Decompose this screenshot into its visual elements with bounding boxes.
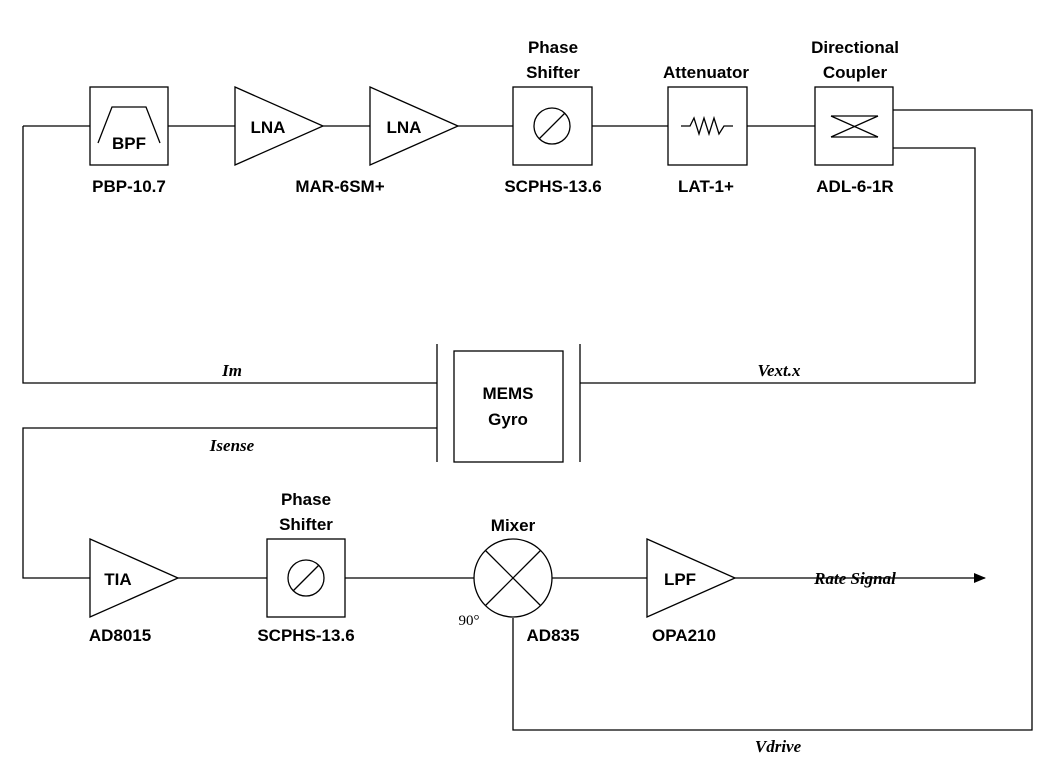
phase-shifter-bottom-title-line2: Shifter — [279, 515, 333, 534]
phase-shifter-bottom-title-line1: Phase — [281, 490, 331, 509]
tia-label: TIA — [104, 570, 131, 589]
wire-im-loop — [22, 126, 437, 384]
wire-isense-loop — [22, 427, 437, 579]
bpf-block: BPF PBP-10.7 — [89, 86, 169, 196]
bandpass-filter-icon — [97, 106, 161, 144]
directional-coupler-title-line2: Coupler — [823, 63, 888, 82]
mixer-block: Mixer 90° AD835 — [459, 516, 580, 645]
mixer-icon — [473, 538, 553, 618]
signal-label-im: Im — [221, 361, 242, 380]
amplifier-icon — [234, 86, 325, 166]
lpf-part-number: OPA210 — [652, 626, 716, 645]
lpf-block: LPF OPA210 — [646, 538, 737, 645]
phase-shifter-top-title-line1: Phase — [528, 38, 578, 57]
wires — [22, 109, 1033, 731]
tia-part-number: AD8015 — [89, 626, 151, 645]
signal-label-vdrive: Vdrive — [755, 737, 802, 756]
tia-block: TIA AD8015 — [89, 538, 180, 645]
resistor-icon — [681, 115, 733, 137]
lna-1-block: LNA — [234, 86, 325, 166]
bpf-label: BPF — [112, 134, 146, 153]
directional-coupler-part-number: ADL-6-1R — [816, 177, 893, 196]
phase-shifter-bottom-part-number: SCPHS-13.6 — [257, 626, 354, 645]
amplifier-icon — [646, 538, 737, 618]
mixer-part-number: AD835 — [527, 626, 580, 645]
amplifier-icon — [89, 538, 180, 618]
signal-label-isense: Isense — [209, 436, 255, 455]
mems-gyro-label-line1: MEMS — [483, 384, 534, 403]
mixer-title: Mixer — [491, 516, 536, 535]
phase-shifter-top-block: Phase Shifter SCPHS-13.6 — [504, 38, 601, 196]
bpf-part-number: PBP-10.7 — [92, 177, 166, 196]
mems-gyro-label-line2: Gyro — [488, 410, 528, 429]
attenuator-block: Attenuator LAT-1+ — [663, 63, 749, 196]
wire-coupler-to-vext — [580, 147, 976, 384]
mixer-phase-angle: 90° — [459, 613, 480, 629]
phase-shifter-top-title-line2: Shifter — [526, 63, 580, 82]
amplifier-icon — [369, 86, 460, 166]
lna-part-number: MAR-6SM+ — [295, 177, 384, 196]
directional-coupler-block: Directional Coupler ADL-6-1R — [811, 38, 899, 196]
mems-gyro-block: MEMS Gyro — [436, 344, 581, 463]
phase-shifter-bottom-block: Phase Shifter SCPHS-13.6 — [257, 490, 354, 645]
wire-coupler-to-vdrive — [512, 109, 1033, 731]
attenuator-part-number: LAT-1+ — [678, 177, 734, 196]
phase-shifter-icon — [287, 559, 325, 597]
phase-shifter-icon — [533, 107, 571, 145]
lna-1-label: LNA — [251, 118, 286, 137]
lna-2-block: LNA — [369, 86, 460, 166]
attenuator-title: Attenuator — [663, 63, 749, 82]
lna-2-label: LNA — [387, 118, 422, 137]
coupler-icon — [830, 115, 879, 138]
signal-label-vext: Vext.x — [758, 361, 801, 380]
lpf-label: LPF — [664, 570, 696, 589]
phase-shifter-top-part-number: SCPHS-13.6 — [504, 177, 601, 196]
signal-label-rate-signal: Rate Signal — [813, 569, 896, 588]
directional-coupler-title-line1: Directional — [811, 38, 899, 57]
